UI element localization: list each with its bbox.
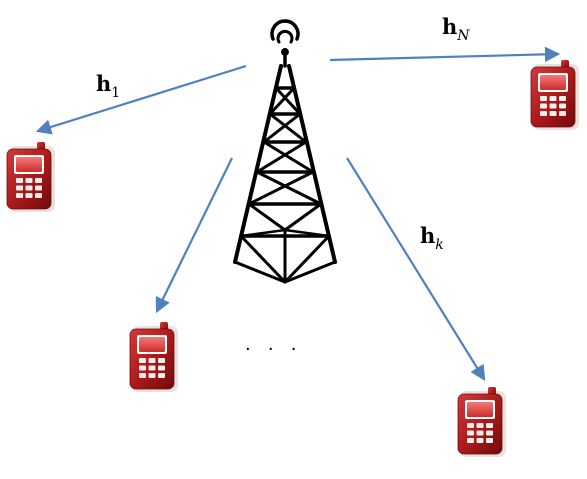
channel-label-hn: hN bbox=[442, 14, 470, 44]
mobile-phone-icon-2 bbox=[129, 321, 179, 393]
channel-arrow-1 bbox=[35, 64, 247, 135]
ellipsis-dots: . . . bbox=[245, 334, 297, 355]
channel-arrow-n bbox=[329, 46, 561, 63]
antenna-tower-icon bbox=[233, 19, 337, 284]
channel-arrow-2 bbox=[155, 157, 233, 314]
mobile-phone-icon-n bbox=[530, 59, 580, 131]
mobile-phone-icon-1 bbox=[6, 141, 56, 213]
mobile-phone-icon-k bbox=[457, 386, 507, 458]
channel-label-hk: hk bbox=[420, 223, 444, 253]
channel-label-h1: h1 bbox=[96, 71, 120, 101]
channel-arrow-k bbox=[346, 157, 486, 381]
